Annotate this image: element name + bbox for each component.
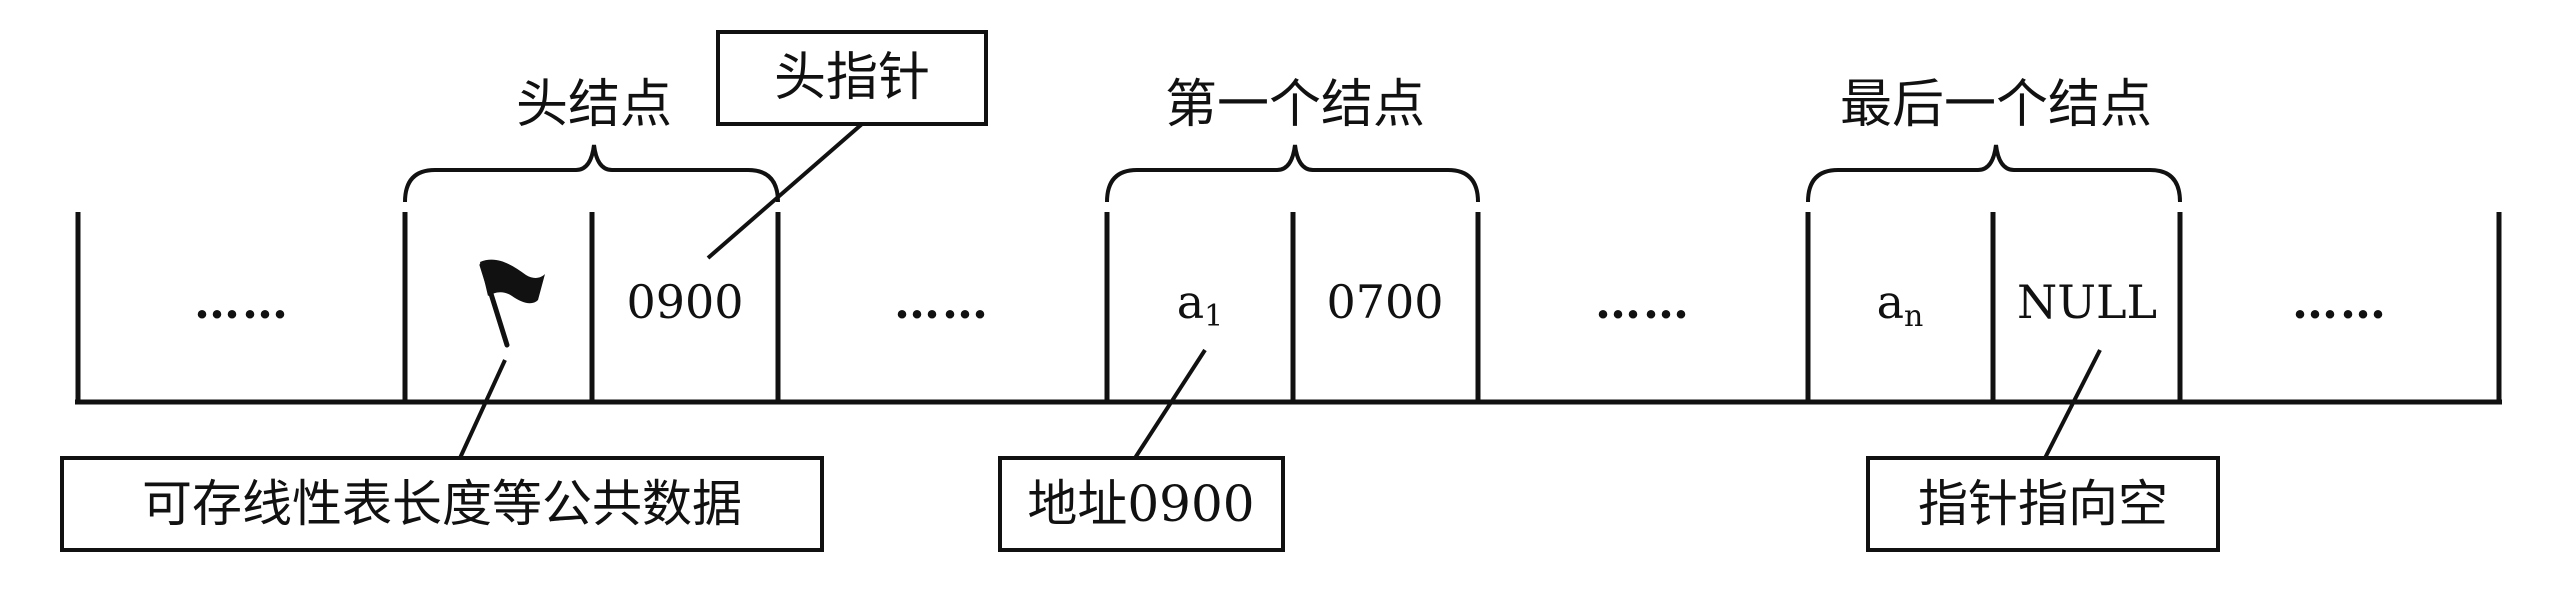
cell-dividers [75,212,2502,402]
head-pointer-box [716,30,988,126]
last-node-brace [1806,144,2182,203]
ellipsis-middle-1: …… [894,275,990,329]
address-note-box [998,456,1285,552]
head-pointer-label: 头指针 [774,48,930,108]
flag-icon [479,259,545,348]
null-note-box [1866,456,2220,552]
ellipsis-left: …… [194,275,290,329]
last-node-data: an [1877,275,1924,334]
null-note-leader [2043,349,2102,459]
first-node-next-value: 0700 [1326,275,1443,329]
null-note: 指针指向空 [1918,475,2168,533]
ellipsis-right: …… [2292,275,2388,329]
first-node-brace [1105,144,1480,203]
last-node-label: 最后一个结点 [1840,75,2152,135]
first-node-label: 第一个结点 [1165,75,1425,135]
first-node-data: a1 [1177,275,1224,334]
head-node-brace [403,144,780,203]
head-data-note-box [60,456,824,552]
head-next-value: 0900 [626,275,743,329]
head-pointer-leader [706,122,864,260]
address-note: 地址0900 [1027,475,1254,533]
head-data-note-leader [458,359,507,459]
head-data-note: 可存线性表长度等公共数据 [142,475,742,533]
last-node-next-value: NULL [2017,275,2157,329]
address-note-leader [1133,348,1207,460]
ellipsis-middle-2: …… [1595,275,1691,329]
head-node-label: 头结点 [516,75,672,135]
